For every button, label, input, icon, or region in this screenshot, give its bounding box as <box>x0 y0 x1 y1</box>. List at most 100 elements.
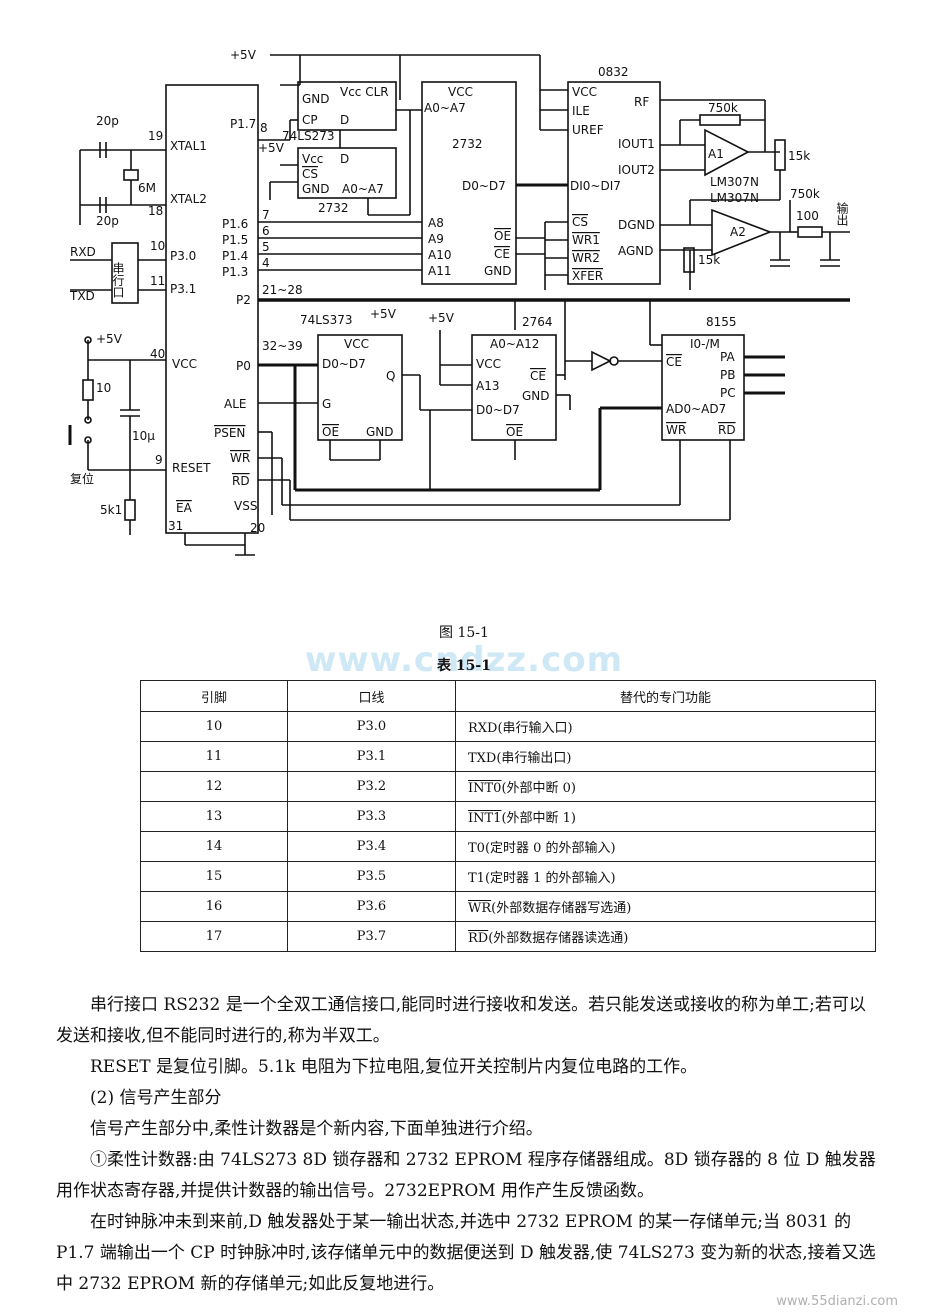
paragraph-signal: 信号产生部分中,柔性计数器是个新内容,下面单独进行介绍。 <box>90 1119 543 1139</box>
vss-label: VSS <box>234 499 257 513</box>
pin40-label: 40 <box>150 347 165 361</box>
cell-function: T0(定时器 0 的外部输入) <box>455 831 876 862</box>
ic8155-ad-label: AD0~AD7 <box>666 402 726 416</box>
pin19-label: 19 <box>148 129 163 143</box>
ic8155-rd-label: RD <box>718 423 736 437</box>
xtal1-label: XTAL1 <box>170 139 207 153</box>
ic2764-name-label: 2764 <box>522 315 553 329</box>
paragraph-rs232: 串行接口 RS232 是一个全双工通信接口,能同时进行接收和发送。若只能发送或接… <box>56 995 866 1046</box>
pin11-label: 11 <box>150 274 165 288</box>
table-row: 17 P3.7 RD(外部数据存储器读选通) <box>140 921 876 952</box>
p2-label: P2 <box>236 293 251 307</box>
footer-watermark: www.55dianzi.com <box>776 1294 898 1309</box>
ic8155-io-label: I0-/M <box>690 337 720 351</box>
vcc-mcu-label: VCC <box>172 357 197 371</box>
p13-label: P1.3 <box>222 265 248 279</box>
table-header-row: 引脚 口线 替代的专门功能 <box>140 680 876 712</box>
r15k-a-label: 15k <box>788 149 810 163</box>
paragraph-clock: 在时钟脉冲未到来前,D 触发器处于某一输出状态,并选中 2732 EPROM 的… <box>56 1212 876 1294</box>
dac-wr1-label: WR1 <box>572 233 600 247</box>
dac-dgnd-label: DGND <box>618 218 655 232</box>
r100-label: 100 <box>796 209 819 223</box>
rd-label: RD <box>232 474 250 488</box>
dac-iout2-label: IOUT2 <box>618 163 655 177</box>
dac-cs-label: CS <box>572 215 588 229</box>
ic8155-wr-label: WR <box>666 423 686 437</box>
ic8155-pb-label: PB <box>720 368 735 382</box>
ic373-d-label: D0~D7 <box>322 357 366 371</box>
header-pin: 引脚 <box>140 680 288 712</box>
ic2732b-vcc-label: VCC <box>448 85 473 99</box>
cell-line: P3.7 <box>287 921 456 952</box>
ale-label: ALE <box>224 397 246 411</box>
cell-line: P3.0 <box>287 711 456 742</box>
dac-uref-label: UREF <box>572 123 604 137</box>
cell-pin: 17 <box>140 921 288 952</box>
pin6-label: 6 <box>262 224 270 238</box>
ic2732a-d-label: D <box>340 152 349 166</box>
figure-caption: 图 15-1 <box>439 625 489 641</box>
cap2-label: 20p <box>96 214 119 228</box>
lm2-label: LM307N <box>710 191 759 205</box>
pin18-label: 18 <box>148 204 163 218</box>
cell-function: RD(外部数据存储器读选通) <box>455 921 876 952</box>
ic-2732-large <box>421 81 517 285</box>
ic8155-pc-label: PC <box>720 386 736 400</box>
reset-switch-label: 复位 <box>70 471 94 486</box>
ic2732a-vcc-label: Vcc <box>302 152 323 166</box>
pin5-label: 5 <box>262 240 270 254</box>
ic273-cp-label: CP <box>302 113 318 127</box>
cell-line: P3.5 <box>287 861 456 892</box>
ic-74ls373 <box>317 334 403 441</box>
p16-label: P1.6 <box>222 217 248 231</box>
cell-pin: 15 <box>140 861 288 892</box>
ic273-name-label: 74LS273 <box>282 129 334 143</box>
txd-label: TXD <box>69 289 95 303</box>
ic273-gnd-label: GND <box>302 92 330 106</box>
ic273-vcc-label: Vcc CLR <box>340 85 389 99</box>
ic2764-d-label: D0~D7 <box>476 403 520 417</box>
ic2732b-a10-label: A10 <box>428 248 451 262</box>
ic373-q-label: Q <box>386 369 395 383</box>
p2pins-label: 21~28 <box>262 283 303 297</box>
r15k-b-label: 15k <box>698 253 720 267</box>
a1-label: A1 <box>708 147 724 161</box>
cell-function: T1(定时器 1 的外部输入) <box>455 861 876 892</box>
dac-ile-label: ILE <box>572 104 590 118</box>
wr-label: WR <box>230 451 250 465</box>
ic2732b-ce-label: CE <box>494 247 510 261</box>
reset-label: RESET <box>172 461 211 475</box>
ic2732b-oe-label: OE <box>494 229 511 243</box>
dac-agnd-label: AGND <box>618 244 654 258</box>
vcc-2764-label: +5V <box>428 311 455 325</box>
r5k1-label: 5k1 <box>100 503 122 517</box>
ic373-g-label: G <box>322 397 331 411</box>
dac-wr2-label: WR2 <box>572 251 600 265</box>
ic373-gnd-label: GND <box>366 425 394 439</box>
cell-function: RXD(串行输入口) <box>455 711 876 742</box>
cell-line: P3.4 <box>287 831 456 862</box>
ic2732a-cs-label: CS <box>302 167 318 181</box>
c10u-label: 10μ <box>132 429 155 443</box>
paragraph-counter: ①柔性计数器:由 74LS273 8D 锁存器和 2732 EPROM 程序存储… <box>56 1150 876 1201</box>
psen-label: PSEN <box>214 426 245 440</box>
table-row: 10 P3.0 RXD(串行输入口) <box>140 711 876 742</box>
ic2732b-a8-label: A8 <box>428 216 444 230</box>
table-row: 16 P3.6 WR(外部数据存储器写选通) <box>140 891 876 922</box>
vcc-top-label: +5V <box>230 48 257 62</box>
cell-pin: 13 <box>140 801 288 832</box>
pin4-label: 4 <box>262 256 270 270</box>
ic2732a-addr-label: A0~A7 <box>342 182 384 196</box>
ic8155-name-label: 8155 <box>706 315 737 329</box>
ic-dac0832 <box>567 81 661 285</box>
ic2732a-name-label: 2732 <box>318 201 349 215</box>
ic2732a-gnd-label: GND <box>302 182 330 196</box>
section-heading: (2) 信号产生部分 <box>90 1088 222 1108</box>
cell-function: TXD(串行输出口) <box>455 741 876 772</box>
cell-line: P3.1 <box>287 741 456 772</box>
p14-label: P1.4 <box>222 249 248 263</box>
cell-line: P3.3 <box>287 801 456 832</box>
cell-function: WR(外部数据存储器写选通) <box>455 891 876 922</box>
p0-label: P0 <box>236 359 251 373</box>
cell-function: INT0(外部中断 0) <box>455 771 876 802</box>
